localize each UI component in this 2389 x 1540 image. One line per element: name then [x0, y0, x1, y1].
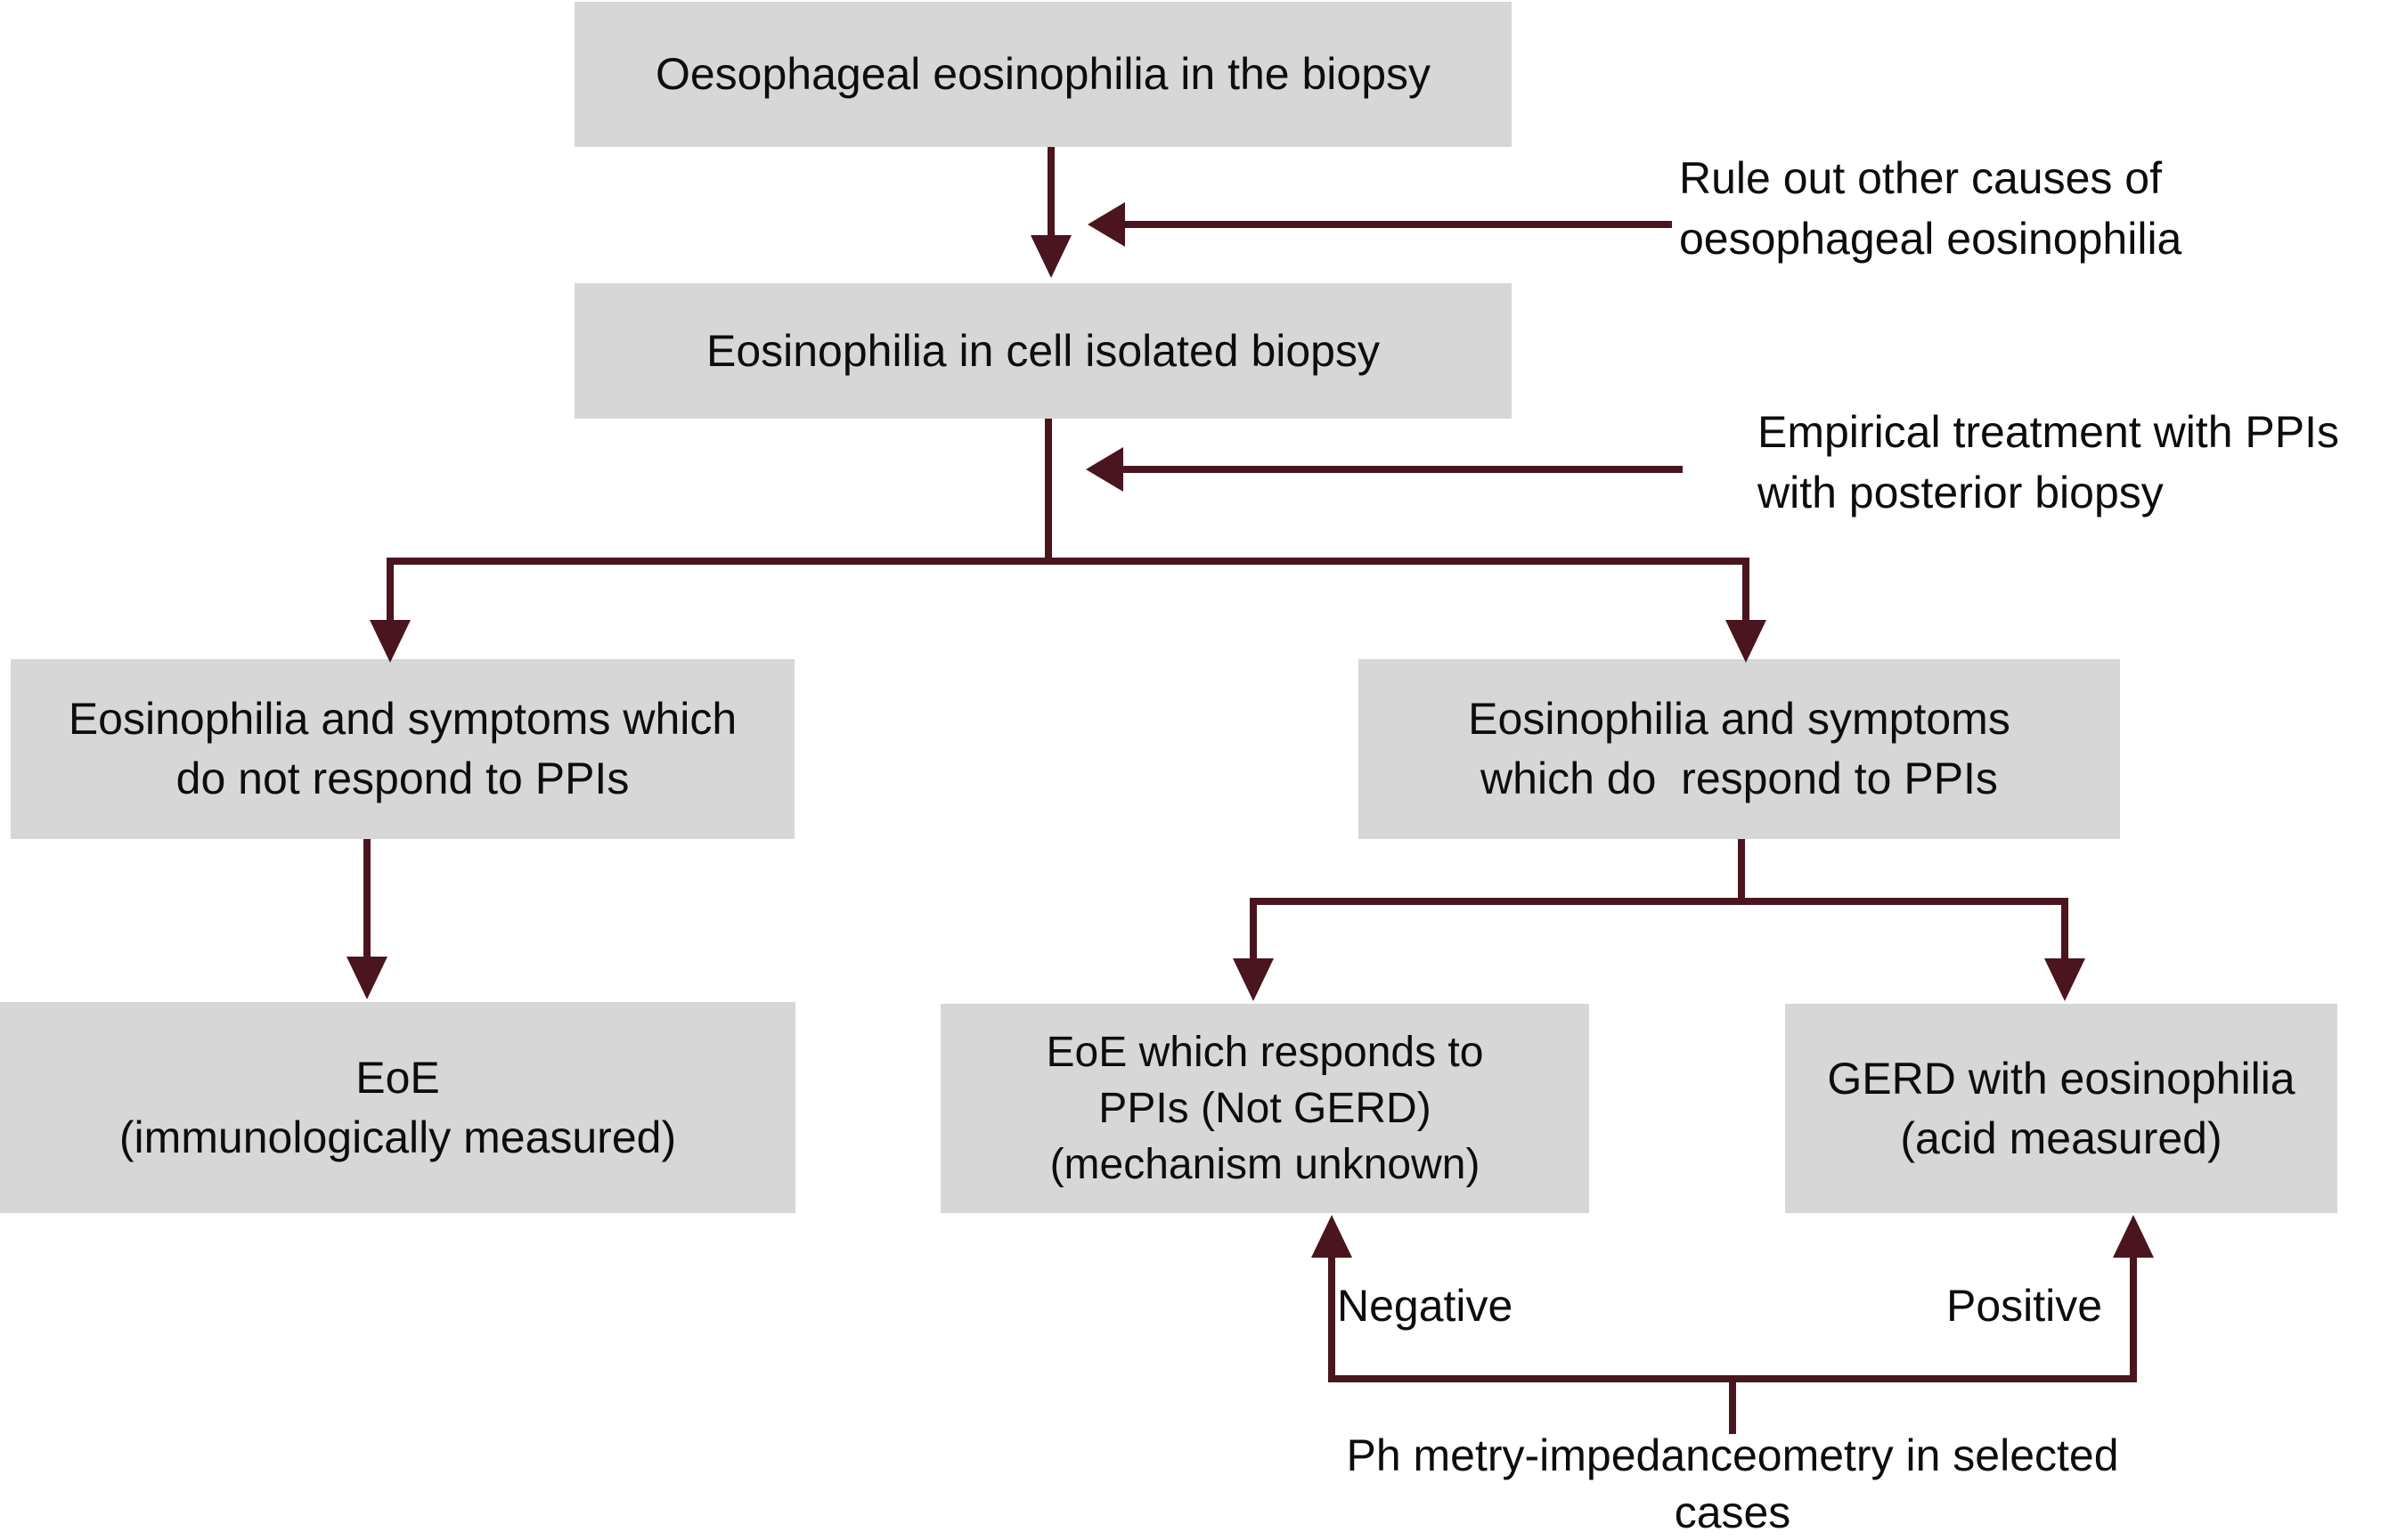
annotation-line: Empirical treatment with PPIs — [1757, 407, 2339, 457]
annotation-ph-metry: Ph metry-impedanceometry in selected cas… — [1203, 1427, 2263, 1540]
node-gerd-with-eosinophilia: GERD with eosinophilia (acid measured) — [1785, 1004, 2337, 1213]
annotation-line: Ph metry-impedanceometry in selected — [1346, 1430, 2119, 1480]
node-oesophageal-eosinophilia-biopsy: Oesophageal eosinophilia in the biopsy — [575, 2, 1512, 147]
annotation-line: oesophageal eosinophilia — [1679, 214, 2182, 264]
annotation-line: cases — [1674, 1487, 1791, 1537]
node-eoe-responds-to-ppis: EoE which responds to PPIs (Not GERD) (m… — [941, 1004, 1589, 1213]
node-eosinophilia-cell-isolated-biopsy: Eosinophilia in cell isolated biopsy — [575, 283, 1512, 419]
node-text: (immunologically measured) — [118, 1112, 677, 1162]
edge-no-respond-to-eoe-line — [363, 839, 371, 958]
arrowhead-up-icon — [2113, 1215, 2154, 1258]
arrowhead-left-icon — [1086, 447, 1123, 492]
node-text: EoE — [355, 1052, 440, 1103]
arrowhead-up-icon — [1311, 1215, 1352, 1258]
edge-empirical-line — [1120, 466, 1683, 473]
node-text: (mechanism unknown) — [1049, 1141, 1480, 1188]
node-text: Eosinophilia in cell isolated biopsy — [705, 325, 1380, 376]
annotation-line: Rule out other causes of — [1679, 153, 2162, 203]
node-text: EoE which responds to — [1046, 1029, 1484, 1076]
phmetry-horizontal-line — [1328, 1375, 2137, 1382]
edge-respond-to-split-line — [1738, 839, 1745, 901]
split2-horizontal-line — [1250, 898, 2068, 905]
node-text: which do respond to PPIs — [1480, 754, 1998, 803]
split2-right-drop-line — [2061, 901, 2068, 960]
node-eoe-immunologically-measured: EoE (immunologically measured) — [0, 1002, 795, 1213]
annotation-line: with posterior biopsy — [1757, 468, 2164, 517]
arrowhead-left-icon — [1088, 202, 1125, 247]
arrowhead-down-icon — [1725, 620, 1766, 663]
edge-top-to-biopsy-line — [1048, 147, 1055, 240]
edge-label-negative: Negative — [1337, 1281, 1513, 1331]
phmetry-left-up-line — [1328, 1254, 1335, 1382]
arrowhead-down-icon — [1031, 235, 1072, 278]
arrowhead-down-icon — [1233, 958, 1274, 1001]
split2-left-drop-line — [1250, 901, 1257, 960]
arrowhead-down-icon — [2044, 958, 2085, 1001]
phmetry-stem-line — [1729, 1382, 1736, 1434]
edge-biopsy-to-split-line — [1045, 419, 1052, 565]
node-text: Eosinophilia and symptoms which — [68, 694, 738, 744]
arrowhead-down-icon — [370, 620, 411, 663]
node-text: PPIs (Not GERD) — [1098, 1085, 1431, 1132]
node-symptoms-respond-ppis: Eosinophilia and symptoms which do respo… — [1358, 659, 2120, 839]
node-text: do not respond to PPIs — [175, 754, 630, 803]
split1-left-drop-line — [387, 561, 394, 622]
node-text: (acid measured) — [1900, 1112, 2222, 1163]
arrowhead-down-icon — [347, 957, 387, 999]
node-text: Oesophageal eosinophilia in the biopsy — [655, 49, 1431, 99]
edge-label-positive: Positive — [1946, 1281, 2103, 1331]
annotation-rule-out-other-causes: Rule out other causes of oesophageal eos… — [1679, 148, 2181, 269]
split1-right-drop-line — [1742, 561, 1749, 622]
edge-rule-out-line — [1121, 221, 1672, 228]
annotation-empirical-treatment: Empirical treatment with PPIs with poste… — [1757, 402, 2339, 523]
split1-horizontal-line — [387, 558, 1749, 565]
node-text: GERD with eosinophilia — [1827, 1053, 2295, 1104]
node-symptoms-not-respond-ppis: Eosinophilia and symptoms which do not r… — [11, 659, 795, 839]
node-text: Eosinophilia and symptoms — [1468, 694, 2010, 744]
phmetry-right-up-line — [2130, 1254, 2137, 1382]
